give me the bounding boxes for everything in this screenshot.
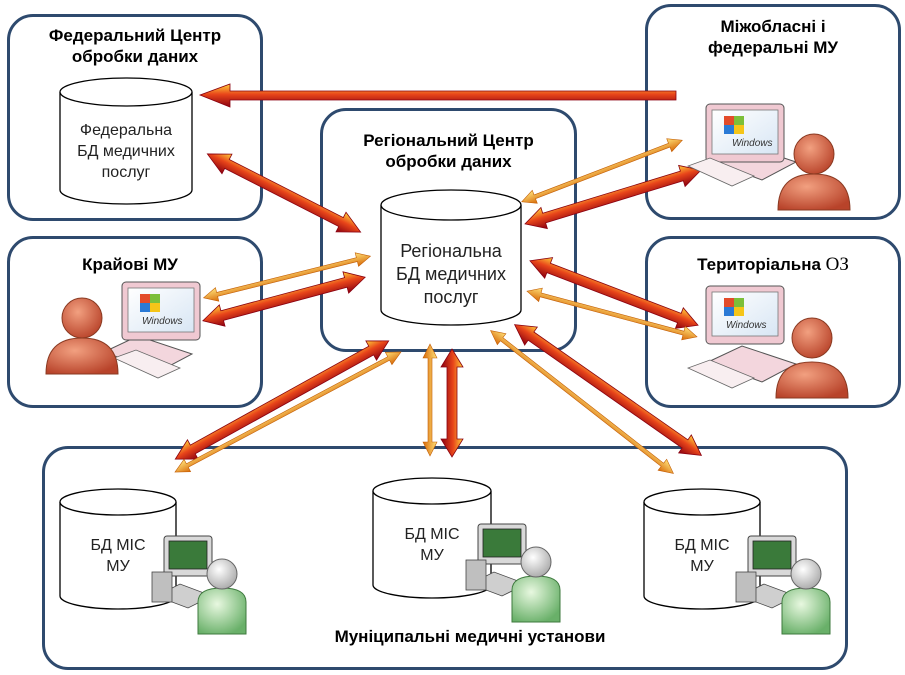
user-icon — [45, 297, 119, 375]
federal-db-cylinder — [59, 77, 193, 205]
user-icon — [781, 558, 831, 635]
territorial-workstation: Windows — [686, 285, 849, 399]
computer-icon: Windows — [686, 103, 798, 187]
territorial-title: Територіальна ОЗ — [660, 254, 886, 275]
computer-icon — [465, 523, 527, 597]
municipal-db-label-2: БД МІС МУ — [404, 526, 460, 564]
regional-mu-title: Крайові МУ — [82, 255, 178, 274]
federal-center-title: Федеральний Центр обробки даних — [48, 26, 222, 66]
federal-db-label: Федеральна БД медичних послуг — [77, 122, 175, 181]
computer-icon: Windows — [686, 285, 798, 389]
municipal-db-cylinder-3 — [643, 488, 761, 610]
interregional-workstation: Windows — [686, 103, 851, 211]
computer-icon: Windows — [102, 281, 201, 379]
regional-mu-workstation: Windows — [45, 281, 201, 379]
municipal-db-label-1: БД МІС МУ — [90, 537, 146, 575]
windows-logo-text: Windows — [732, 138, 772, 149]
municipal-workstation-1 — [151, 535, 247, 635]
arrow-regional-municipal1-red — [174, 340, 390, 460]
arrow-regional-municipal2-red — [440, 348, 464, 458]
user-icon — [777, 133, 851, 211]
arrow-regional-municipal2-orange — [422, 343, 438, 457]
territorial-title-main: Територіальна — [697, 255, 826, 274]
arrow-regional-municipal1-orange — [174, 351, 402, 473]
arrow-federal-regional — [206, 153, 362, 233]
regional-center-title: Регіональний Центр обробки даних — [363, 131, 534, 171]
regional-db-cylinder — [380, 189, 522, 326]
user-icon — [775, 317, 849, 399]
arrow-regional-municipal3-red — [513, 324, 703, 456]
municipal-workstation-2 — [465, 523, 561, 623]
municipal-workstation-3 — [735, 535, 831, 635]
municipal-db-cylinder-1 — [59, 488, 177, 610]
arrow-interregional-to-federal — [198, 83, 677, 108]
user-icon — [511, 546, 561, 623]
municipal-title: Муніципальні медичні установи — [334, 627, 606, 646]
arrow-regional-municipal3-orange — [490, 330, 674, 474]
windows-logo-text: Windows — [142, 316, 182, 327]
arrow-regional-mu-orange — [202, 252, 372, 302]
arrow-regional-territorial-orange — [526, 287, 698, 341]
arrow-regional-territorial-red — [529, 257, 699, 329]
user-icon — [197, 558, 247, 635]
regional-db-label: Регіональна БД медичних послуг — [396, 241, 506, 307]
municipal-db-cylinder-2 — [372, 477, 492, 599]
arrow-regional-interregional-orange — [521, 138, 683, 204]
municipal-db-label-3: БД МІС МУ — [674, 537, 730, 575]
windows-logo-text: Windows — [726, 320, 766, 331]
arrow-regional-mu-red — [202, 271, 366, 327]
interregional-title: Міжобласні і федеральні МУ — [708, 17, 838, 57]
territorial-title-suffix: ОЗ — [825, 254, 849, 275]
